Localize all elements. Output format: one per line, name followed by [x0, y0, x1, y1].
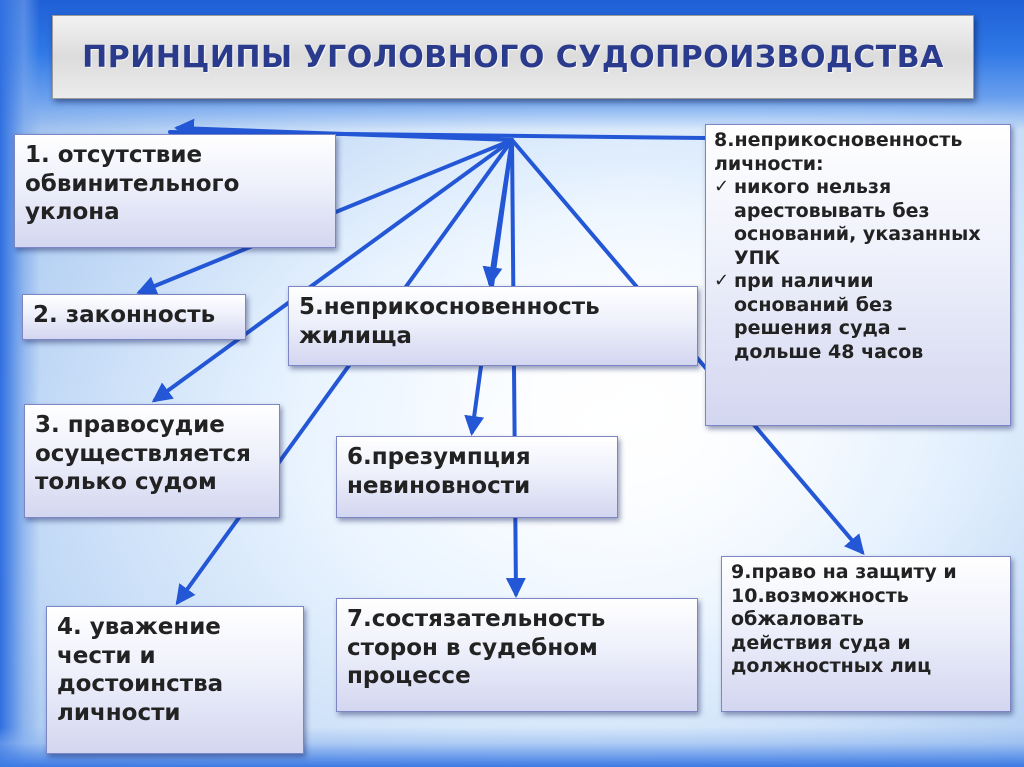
principle-4-text: 4. уважение чести и достоинства личности [57, 614, 224, 726]
principle-box-2: 2. законность [22, 294, 246, 340]
arrow-to-p1 [174, 118, 514, 142]
principle-box-4: 4. уважение чести и достоинства личности [46, 606, 304, 754]
principle-8-subpoint-2: ✓ при наличии оснований без решения суда… [714, 270, 1002, 364]
principle-8-subpoint-2-text: при наличии оснований без решения суда –… [734, 270, 924, 363]
principle-box-8: 8.неприкосновенность личности: ✓ никого … [705, 124, 1011, 426]
principle-7-text: 7.состязательность сторон в судебном про… [347, 606, 606, 690]
principle-box-3: 3. правосудие осуществляется только судо… [24, 404, 280, 518]
principle-box-7: 7.состязательность сторон в судебном про… [336, 598, 698, 712]
principle-2-text: 2. законность [33, 302, 216, 328]
principle-box-5: 5.неприкосновенность жилища [288, 286, 698, 366]
principle-9-text: 9.право на защиту и 10.возможность обжал… [731, 561, 957, 678]
principle-box-1: 1. отсутствие обвинительного уклона [14, 134, 336, 248]
principle-1-text: 1. отсутствие обвинительного уклона [25, 142, 240, 226]
checkmark-icon: ✓ [714, 176, 730, 198]
principle-8-subpoint-1-text: никого нельзя арестовывать без оснований… [734, 176, 981, 269]
arrow-to-p4 [175, 138, 514, 606]
principle-box-9: 9.право на защиту и 10.возможность обжал… [721, 556, 1011, 712]
checkmark-icon: ✓ [714, 270, 730, 292]
background-left-band [0, 0, 40, 767]
principle-3-text: 3. правосудие осуществляется только судо… [35, 412, 251, 496]
principle-8-subpoint-1: ✓ никого нельзя арестовывать без основан… [714, 176, 1002, 270]
arrow-to-p7 [505, 138, 526, 598]
principle-box-6: 6.презумпция невиновности [336, 436, 618, 518]
arrow-to-p3 [151, 138, 514, 403]
principle-8-heading: 8.неприкосновенность личности: [714, 129, 963, 175]
principle-5-text: 5.неприкосновенность жилища [299, 294, 600, 349]
title-banner: ПРИНЦИПЫ УГОЛОВНОГО СУДОПРОИЗВОДСТВА [52, 15, 974, 99]
hub-line [168, 130, 707, 140]
page-title: ПРИНЦИПЫ УГОЛОВНОГО СУДОПРОИЗВОДСТВА [82, 39, 944, 75]
principle-6-text: 6.презумпция невиновности [347, 444, 531, 499]
